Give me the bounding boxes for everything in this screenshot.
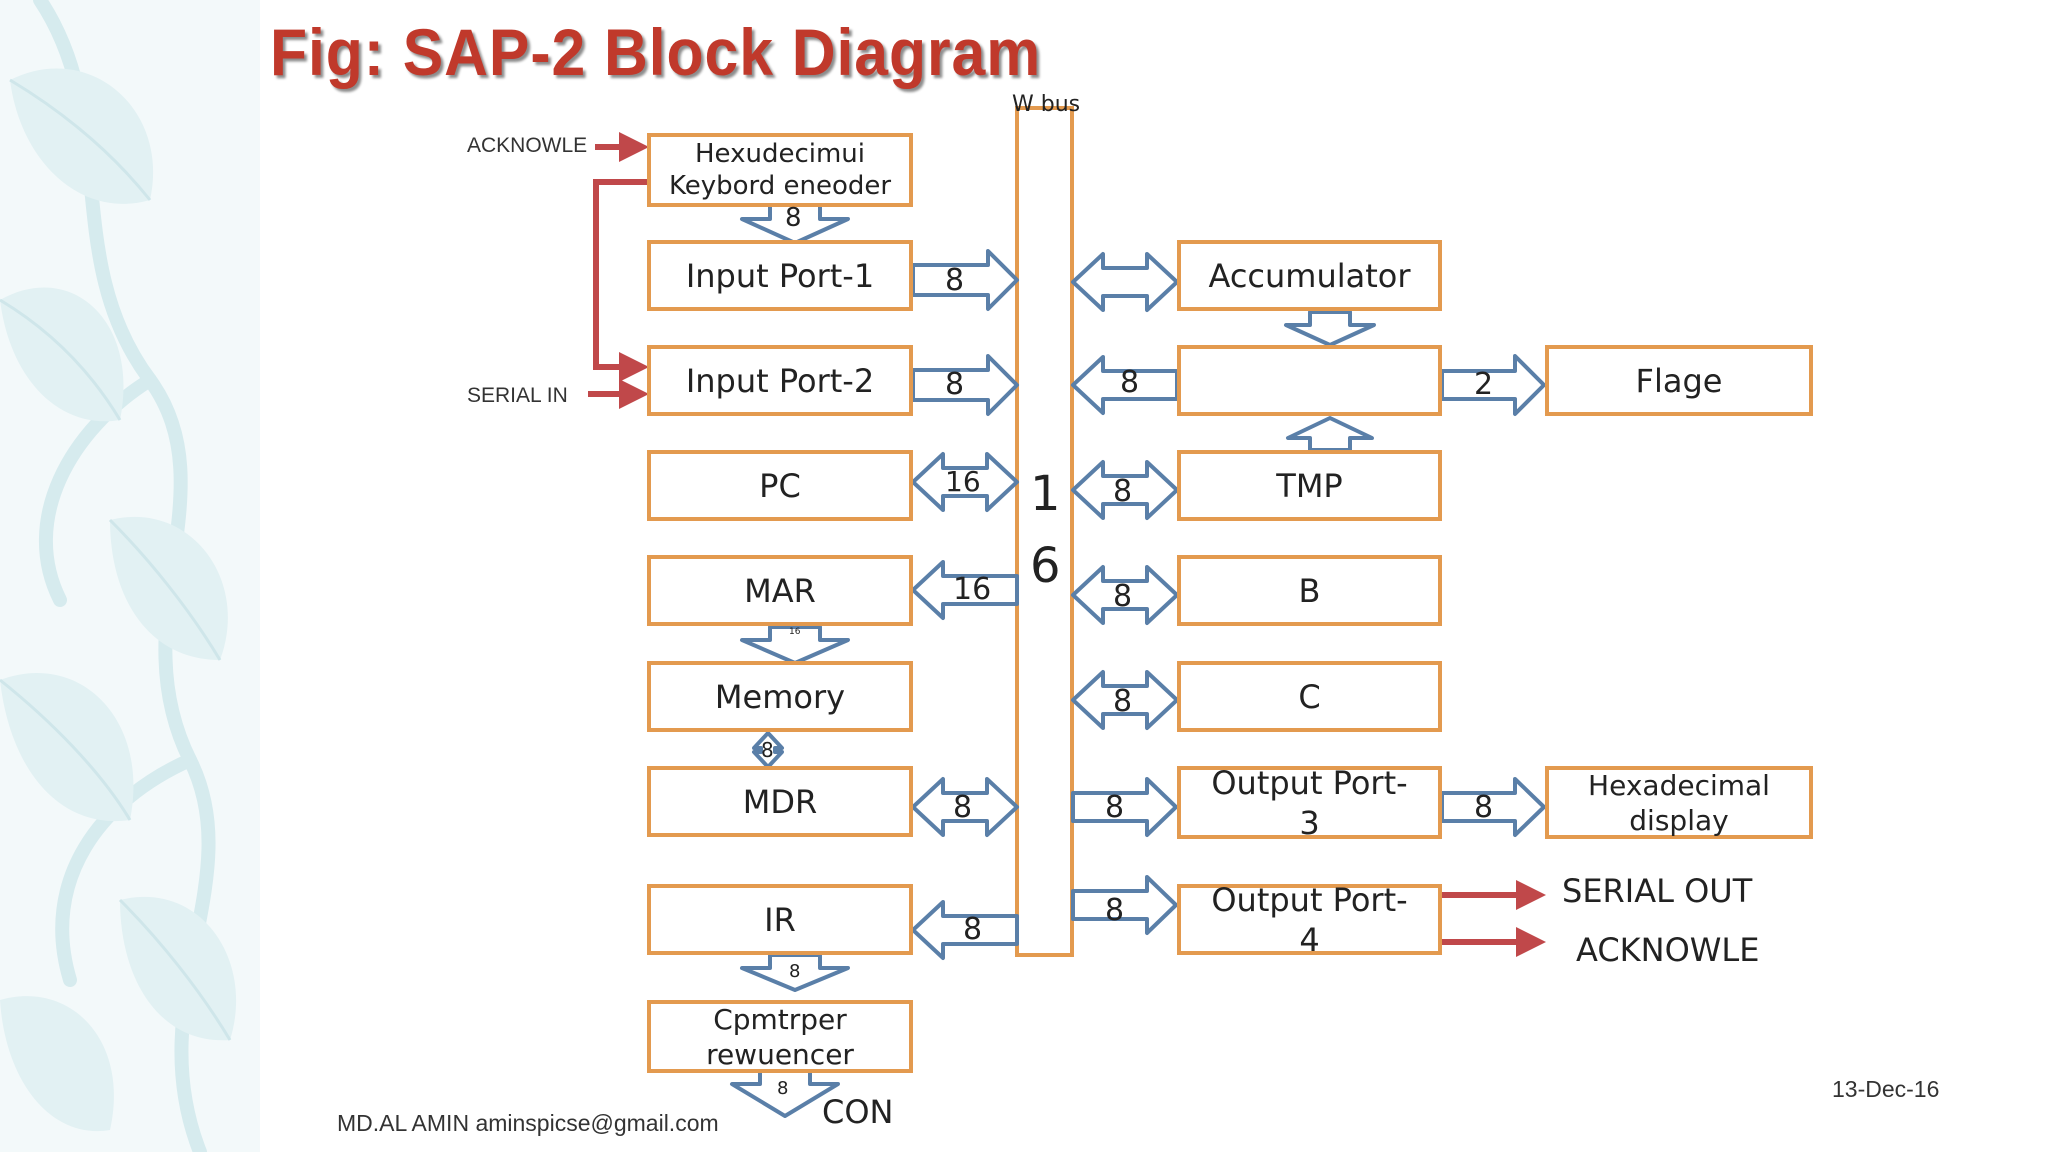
pc-arrow xyxy=(911,452,1019,512)
bit-width-input-port-2: 8 xyxy=(945,367,965,402)
bit-width-keyboard-to-port1: 8 xyxy=(785,203,802,233)
ir-arrow xyxy=(911,900,1019,960)
con-label: CON xyxy=(822,1093,894,1131)
bit-width-ir-to-controller: 8 xyxy=(789,961,801,982)
mdr-arrow xyxy=(911,777,1019,837)
bit-width-c: 8 xyxy=(1113,684,1133,719)
bit-width-tmp: 8 xyxy=(1113,474,1133,509)
input-port-1-arrow xyxy=(911,249,1019,311)
w-bus xyxy=(1015,106,1074,957)
tmp-block: TMP xyxy=(1177,450,1442,521)
bit-width-b: 8 xyxy=(1113,579,1133,614)
bit-width-mdr: 8 xyxy=(953,790,973,825)
mar-block: MAR xyxy=(647,555,913,626)
pc-block: PC xyxy=(647,450,913,521)
alu-block xyxy=(1177,345,1442,416)
hex-display-block: Hexadecimal display xyxy=(1545,766,1813,839)
output-port-3-display-arrow xyxy=(1440,777,1546,837)
bit-width-input-port-1: 8 xyxy=(945,263,965,298)
bit-width-ir: 8 xyxy=(963,912,983,947)
ir-block: IR xyxy=(647,884,913,955)
input-port-2-block: Input Port-2 xyxy=(647,345,913,416)
bit-width-mar: 16 xyxy=(953,572,992,607)
controller-sequencer-block: Cpmtrper rewuencer xyxy=(647,1000,913,1073)
bit-width-output-port-3: 8 xyxy=(1105,790,1125,825)
mar-to-memory-arrow xyxy=(740,625,850,665)
page-title: Fig: SAP-2 Block Diagram xyxy=(270,15,1042,89)
acknowledge-out-label: ACKNOWLE xyxy=(1576,931,1760,969)
date-footer: 13-Dec-16 xyxy=(1832,1076,1940,1102)
ir-to-controller-arrow xyxy=(740,953,850,992)
output-port-4-block: Output Port- 4 xyxy=(1177,881,1442,959)
serial-in-label: SERIAL IN xyxy=(467,384,568,407)
keyboard-feedback-arrow xyxy=(593,179,649,382)
keyboard-encoder-block: Hexudecimui Keybord eneoder xyxy=(647,133,913,207)
b-block: B xyxy=(1177,555,1442,626)
bit-width-alu: 8 xyxy=(1120,365,1140,400)
flags-arrow xyxy=(1440,354,1546,416)
bus-width-digit-2: 6 xyxy=(1030,538,1061,594)
accumulator-to-alu-arrow xyxy=(1284,310,1376,347)
flags-block: Flage xyxy=(1545,345,1813,416)
bus-width-digit-1: 1 xyxy=(1030,466,1061,522)
bit-width-pc: 16 xyxy=(945,465,981,498)
bit-width-mar-to-memory: 16 xyxy=(789,627,801,637)
output-port-3-arrow xyxy=(1071,777,1178,837)
output-port-4-arrow xyxy=(1071,875,1178,935)
serial-out-label: SERIAL OUT xyxy=(1562,872,1753,910)
alu-arrow xyxy=(1071,355,1179,415)
accumulator-arrow xyxy=(1071,252,1179,312)
acknowledge-in-label: ACKNOWLE xyxy=(467,134,588,157)
bit-width-memory-mdr: 8 xyxy=(761,738,774,762)
input-port-1-block: Input Port-1 xyxy=(647,240,913,311)
c-block: C xyxy=(1177,661,1442,732)
input-port-2-arrow xyxy=(911,354,1019,416)
accumulator-block: Accumulator xyxy=(1177,240,1442,311)
mar-arrow xyxy=(911,560,1019,620)
mdr-block: MDR xyxy=(647,766,913,837)
memory-block: Memory xyxy=(647,661,913,732)
author-footer: MD.AL AMIN aminspicse@gmail.com xyxy=(337,1110,719,1136)
w-bus-label: W bus xyxy=(1012,92,1081,117)
keyboard-to-port1-arrow xyxy=(740,203,850,245)
bit-width-output-port-3-display: 8 xyxy=(1474,790,1494,825)
bit-width-controller-out: 8 xyxy=(777,1078,789,1099)
bit-width-flags: 2 xyxy=(1474,367,1494,402)
tmp-to-alu-arrow xyxy=(1286,416,1374,452)
output-port-3-block: Output Port- 3 xyxy=(1177,764,1442,842)
bit-width-output-port-4: 8 xyxy=(1105,893,1125,928)
leaf-decoration xyxy=(0,0,260,1152)
